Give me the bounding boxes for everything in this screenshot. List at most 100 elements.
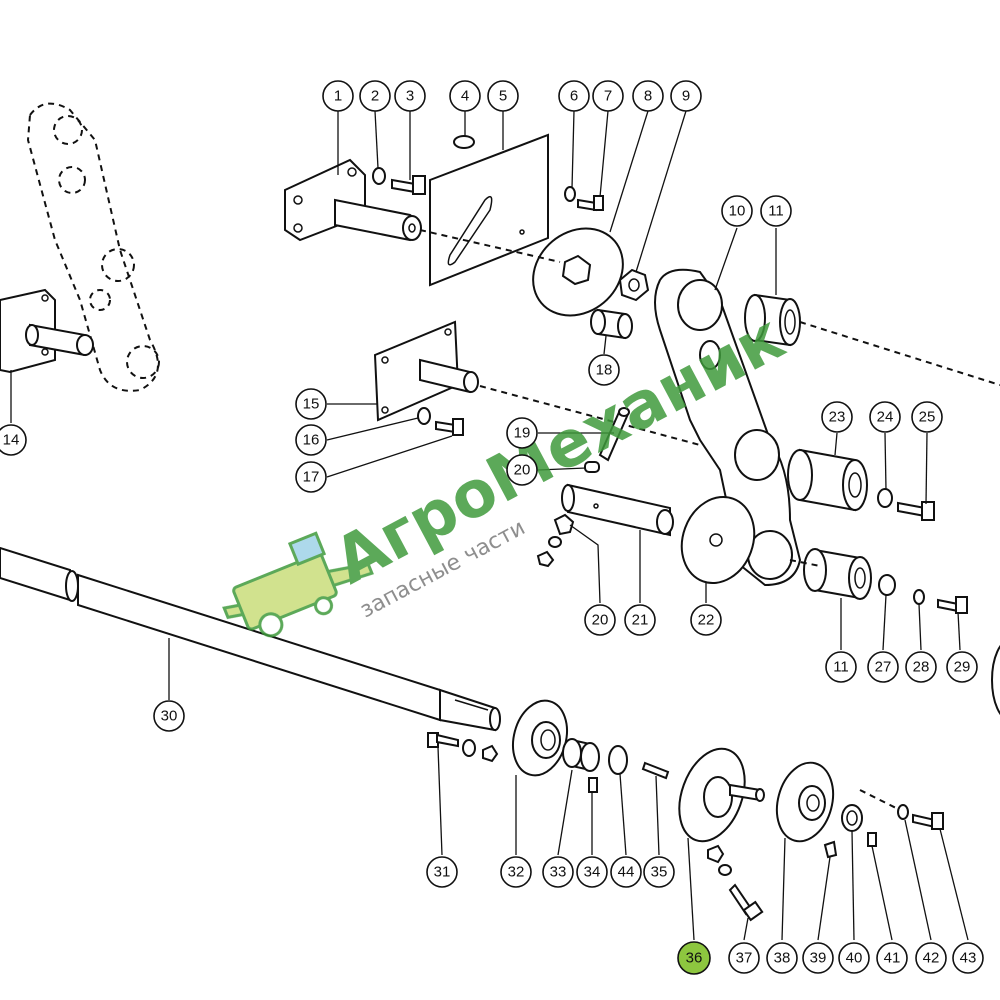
callout-label: 17 bbox=[303, 469, 320, 486]
callout-24[interactable]: 24 bbox=[869, 401, 901, 433]
bolt-3 bbox=[391, 175, 426, 195]
callout-11-top[interactable]: 11 bbox=[760, 195, 792, 227]
callout-label: 31 bbox=[434, 864, 451, 881]
callout-3[interactable]: 3 bbox=[394, 80, 426, 112]
bolt-7 bbox=[577, 195, 604, 212]
bearing-40 bbox=[841, 804, 863, 832]
bearing-33 bbox=[562, 738, 600, 772]
callout-36[interactable]: 36 bbox=[677, 941, 711, 975]
nut-37 bbox=[707, 844, 725, 864]
callout-28[interactable]: 28 bbox=[905, 651, 937, 683]
washer-42 bbox=[897, 804, 909, 820]
callout-label: 28 bbox=[913, 659, 930, 676]
callout-44[interactable]: 44 bbox=[610, 856, 642, 888]
callout-20-top[interactable]: 20 bbox=[506, 454, 538, 486]
callout-18[interactable]: 18 bbox=[588, 354, 620, 386]
callout-label: 19 bbox=[514, 425, 531, 442]
callout-10[interactable]: 10 bbox=[721, 195, 753, 227]
callout-label: 38 bbox=[774, 950, 791, 967]
friction-disc-22 bbox=[680, 495, 756, 585]
callout-label: 7 bbox=[604, 88, 612, 105]
callout-20-bottom[interactable]: 20 bbox=[584, 604, 616, 636]
callout-25[interactable]: 25 bbox=[911, 401, 943, 433]
callout-5[interactable]: 5 bbox=[487, 80, 519, 112]
callout-label: 14 bbox=[3, 432, 20, 449]
key-35 bbox=[641, 761, 670, 780]
bolt-37 bbox=[728, 883, 764, 922]
callout-17[interactable]: 17 bbox=[295, 461, 327, 493]
callout-layer: 1 2 3 4 5 6 7 8 9 10 11 14 15 16 17 18 1… bbox=[0, 80, 984, 975]
callout-9[interactable]: 9 bbox=[670, 80, 702, 112]
mounting-plate-15 bbox=[373, 320, 479, 422]
bracket-1 bbox=[284, 158, 422, 242]
callout-label: 42 bbox=[923, 950, 940, 967]
bolt-29 bbox=[937, 596, 968, 614]
callout-8[interactable]: 8 bbox=[632, 80, 664, 112]
callout-label: 33 bbox=[550, 864, 567, 881]
callout-1[interactable]: 1 bbox=[322, 80, 354, 112]
callout-6[interactable]: 6 bbox=[558, 80, 590, 112]
callout-30[interactable]: 30 bbox=[153, 700, 185, 732]
bushing-18 bbox=[590, 308, 633, 340]
callout-35[interactable]: 35 bbox=[643, 856, 675, 888]
callout-23[interactable]: 23 bbox=[821, 401, 853, 433]
callout-33[interactable]: 33 bbox=[542, 856, 574, 888]
nut-31 bbox=[482, 744, 499, 763]
callout-39[interactable]: 39 bbox=[802, 942, 834, 974]
long-shaft-30 bbox=[0, 546, 501, 732]
callout-14[interactable]: 14 bbox=[0, 424, 27, 456]
callout-label: 5 bbox=[499, 88, 507, 105]
callout-label: 1 bbox=[334, 88, 342, 105]
callout-4[interactable]: 4 bbox=[449, 80, 481, 112]
washer-16 bbox=[417, 407, 431, 425]
callout-label: 30 bbox=[161, 708, 178, 725]
callout-label: 25 bbox=[919, 409, 936, 426]
callout-41[interactable]: 41 bbox=[876, 942, 908, 974]
left-plate-14 bbox=[0, 288, 94, 374]
washer-37 bbox=[718, 864, 732, 876]
callout-label: 34 bbox=[584, 864, 601, 881]
callout-40[interactable]: 40 bbox=[838, 942, 870, 974]
callout-label: 24 bbox=[877, 409, 894, 426]
washer-24 bbox=[877, 488, 893, 508]
callout-15[interactable]: 15 bbox=[295, 388, 327, 420]
bolt-25 bbox=[897, 501, 935, 521]
callout-label: 23 bbox=[829, 409, 846, 426]
callout-27[interactable]: 27 bbox=[867, 651, 899, 683]
washer-27 bbox=[878, 574, 896, 596]
washer-2 bbox=[372, 167, 386, 185]
shaft-21 bbox=[561, 483, 674, 537]
callout-2[interactable]: 2 bbox=[359, 80, 391, 112]
callout-29[interactable]: 29 bbox=[946, 651, 978, 683]
callout-43[interactable]: 43 bbox=[952, 942, 984, 974]
callout-label: 44 bbox=[618, 864, 635, 881]
callout-label: 10 bbox=[729, 203, 746, 220]
callout-37[interactable]: 37 bbox=[728, 942, 760, 974]
washer-28 bbox=[913, 589, 925, 605]
callout-label: 39 bbox=[810, 950, 827, 967]
callout-32[interactable]: 32 bbox=[500, 856, 532, 888]
callout-38[interactable]: 38 bbox=[766, 942, 798, 974]
nut-9 bbox=[618, 268, 650, 302]
callout-19[interactable]: 19 bbox=[506, 417, 538, 449]
axis-line-d bbox=[789, 559, 821, 567]
grease-fitting-39 bbox=[823, 840, 838, 859]
callout-22[interactable]: 22 bbox=[690, 604, 722, 636]
callout-label: 11 bbox=[833, 659, 849, 676]
callout-label: 29 bbox=[954, 659, 971, 676]
key-20 bbox=[584, 461, 600, 473]
callout-7[interactable]: 7 bbox=[592, 80, 624, 112]
callout-11-bottom[interactable]: 11 bbox=[825, 651, 857, 683]
callout-34[interactable]: 34 bbox=[576, 856, 608, 888]
callout-21[interactable]: 21 bbox=[624, 604, 656, 636]
callout-42[interactable]: 42 bbox=[915, 942, 947, 974]
callout-label: 37 bbox=[736, 950, 753, 967]
bolt-31 bbox=[427, 732, 459, 748]
axis-line-e bbox=[859, 789, 901, 811]
bolt-17 bbox=[435, 418, 464, 436]
callout-label: 9 bbox=[682, 88, 690, 105]
callout-16[interactable]: 16 bbox=[295, 424, 327, 456]
callout-31[interactable]: 31 bbox=[426, 856, 458, 888]
set-screw-34 bbox=[588, 777, 598, 793]
